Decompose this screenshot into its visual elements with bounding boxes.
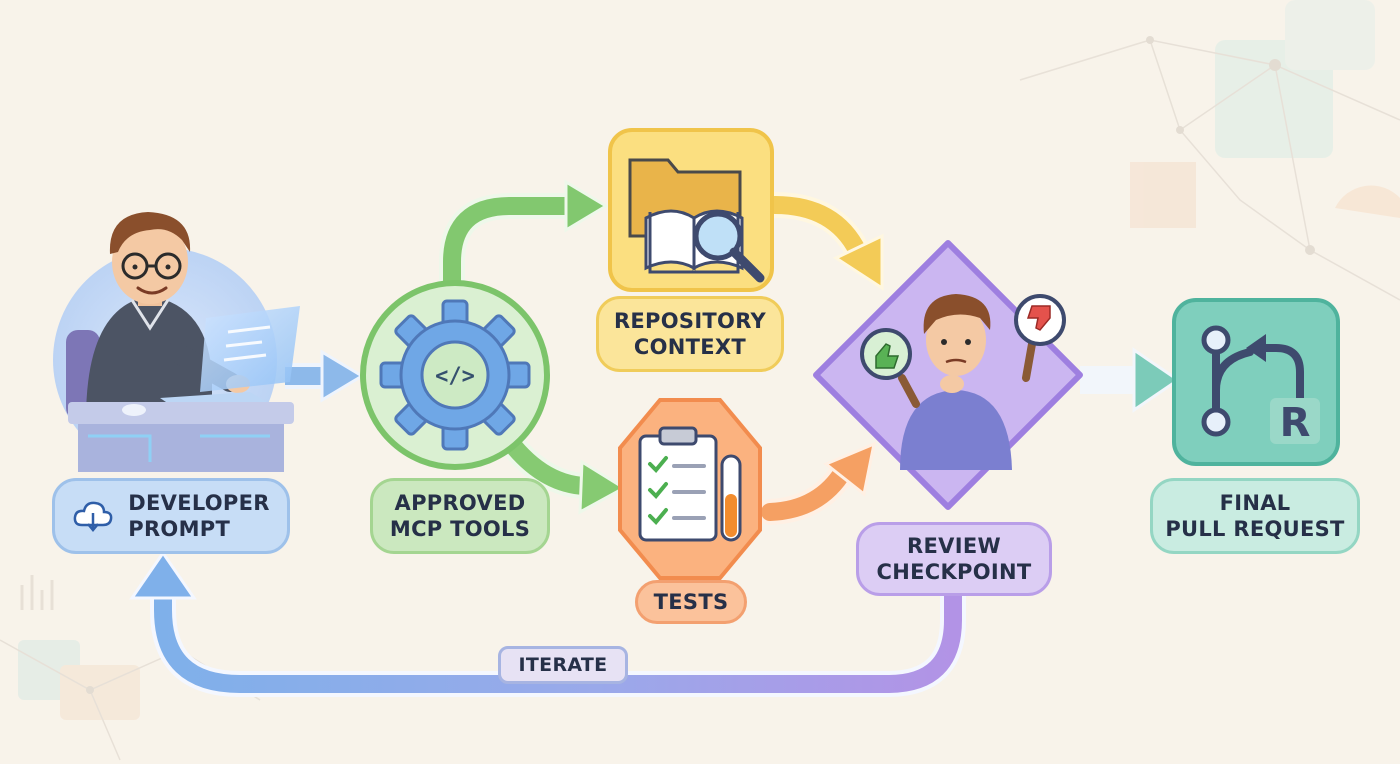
review-checkpoint-text: REVIEW CHECKPOINT <box>876 534 1032 584</box>
approved-tools-label: APPROVED MCP TOOLS <box>370 478 550 554</box>
tests-text: TESTS <box>653 590 729 614</box>
arrow-review-to-final <box>1080 347 1181 413</box>
developer-prompt-label: DEVELOPER PROMPT <box>52 478 290 554</box>
tools-node: </> <box>360 280 550 470</box>
arrow-repository-to-review <box>762 192 884 291</box>
tests-label: TESTS <box>635 580 747 624</box>
tests-node <box>618 398 762 580</box>
review-checkpoint-label: REVIEW CHECKPOINT <box>856 522 1052 596</box>
clipboard-checklist-test-tube-icon <box>638 426 742 542</box>
pr-badge-letter: R <box>1280 400 1311 446</box>
developer-illustration <box>66 212 300 472</box>
repository-node <box>608 128 774 292</box>
developer-node <box>53 212 300 472</box>
iterate-text: ITERATE <box>518 654 608 676</box>
code-glyph: </> <box>435 364 475 389</box>
repository-context-label: REPOSITORY CONTEXT <box>596 296 784 372</box>
repository-context-text: REPOSITORY CONTEXT <box>613 309 767 359</box>
iterate-loop-arrow <box>129 550 966 697</box>
git-pull-request-icon: R <box>1201 325 1320 446</box>
final-pr-label: FINAL PULL REQUEST <box>1150 478 1360 554</box>
arrow-tools-to-repository <box>439 179 609 313</box>
folder-book-magnifier-icon <box>628 158 765 283</box>
iterate-label: ITERATE <box>498 646 628 684</box>
arrow-tests-to-review <box>757 441 877 525</box>
cloud-download-icon <box>73 501 113 532</box>
final-pr-text: FINAL PULL REQUEST <box>1165 491 1345 541</box>
arrow-developer-to-tools <box>285 349 365 403</box>
final-node: R <box>1172 298 1340 466</box>
gear-code-icon: </> <box>379 299 531 451</box>
review-node <box>813 240 1083 510</box>
developer-prompt-text: DEVELOPER PROMPT <box>128 491 270 541</box>
reviewer-thumbs-up-down-icon <box>860 294 1066 470</box>
approved-tools-text: APPROVED MCP TOOLS <box>389 491 531 541</box>
